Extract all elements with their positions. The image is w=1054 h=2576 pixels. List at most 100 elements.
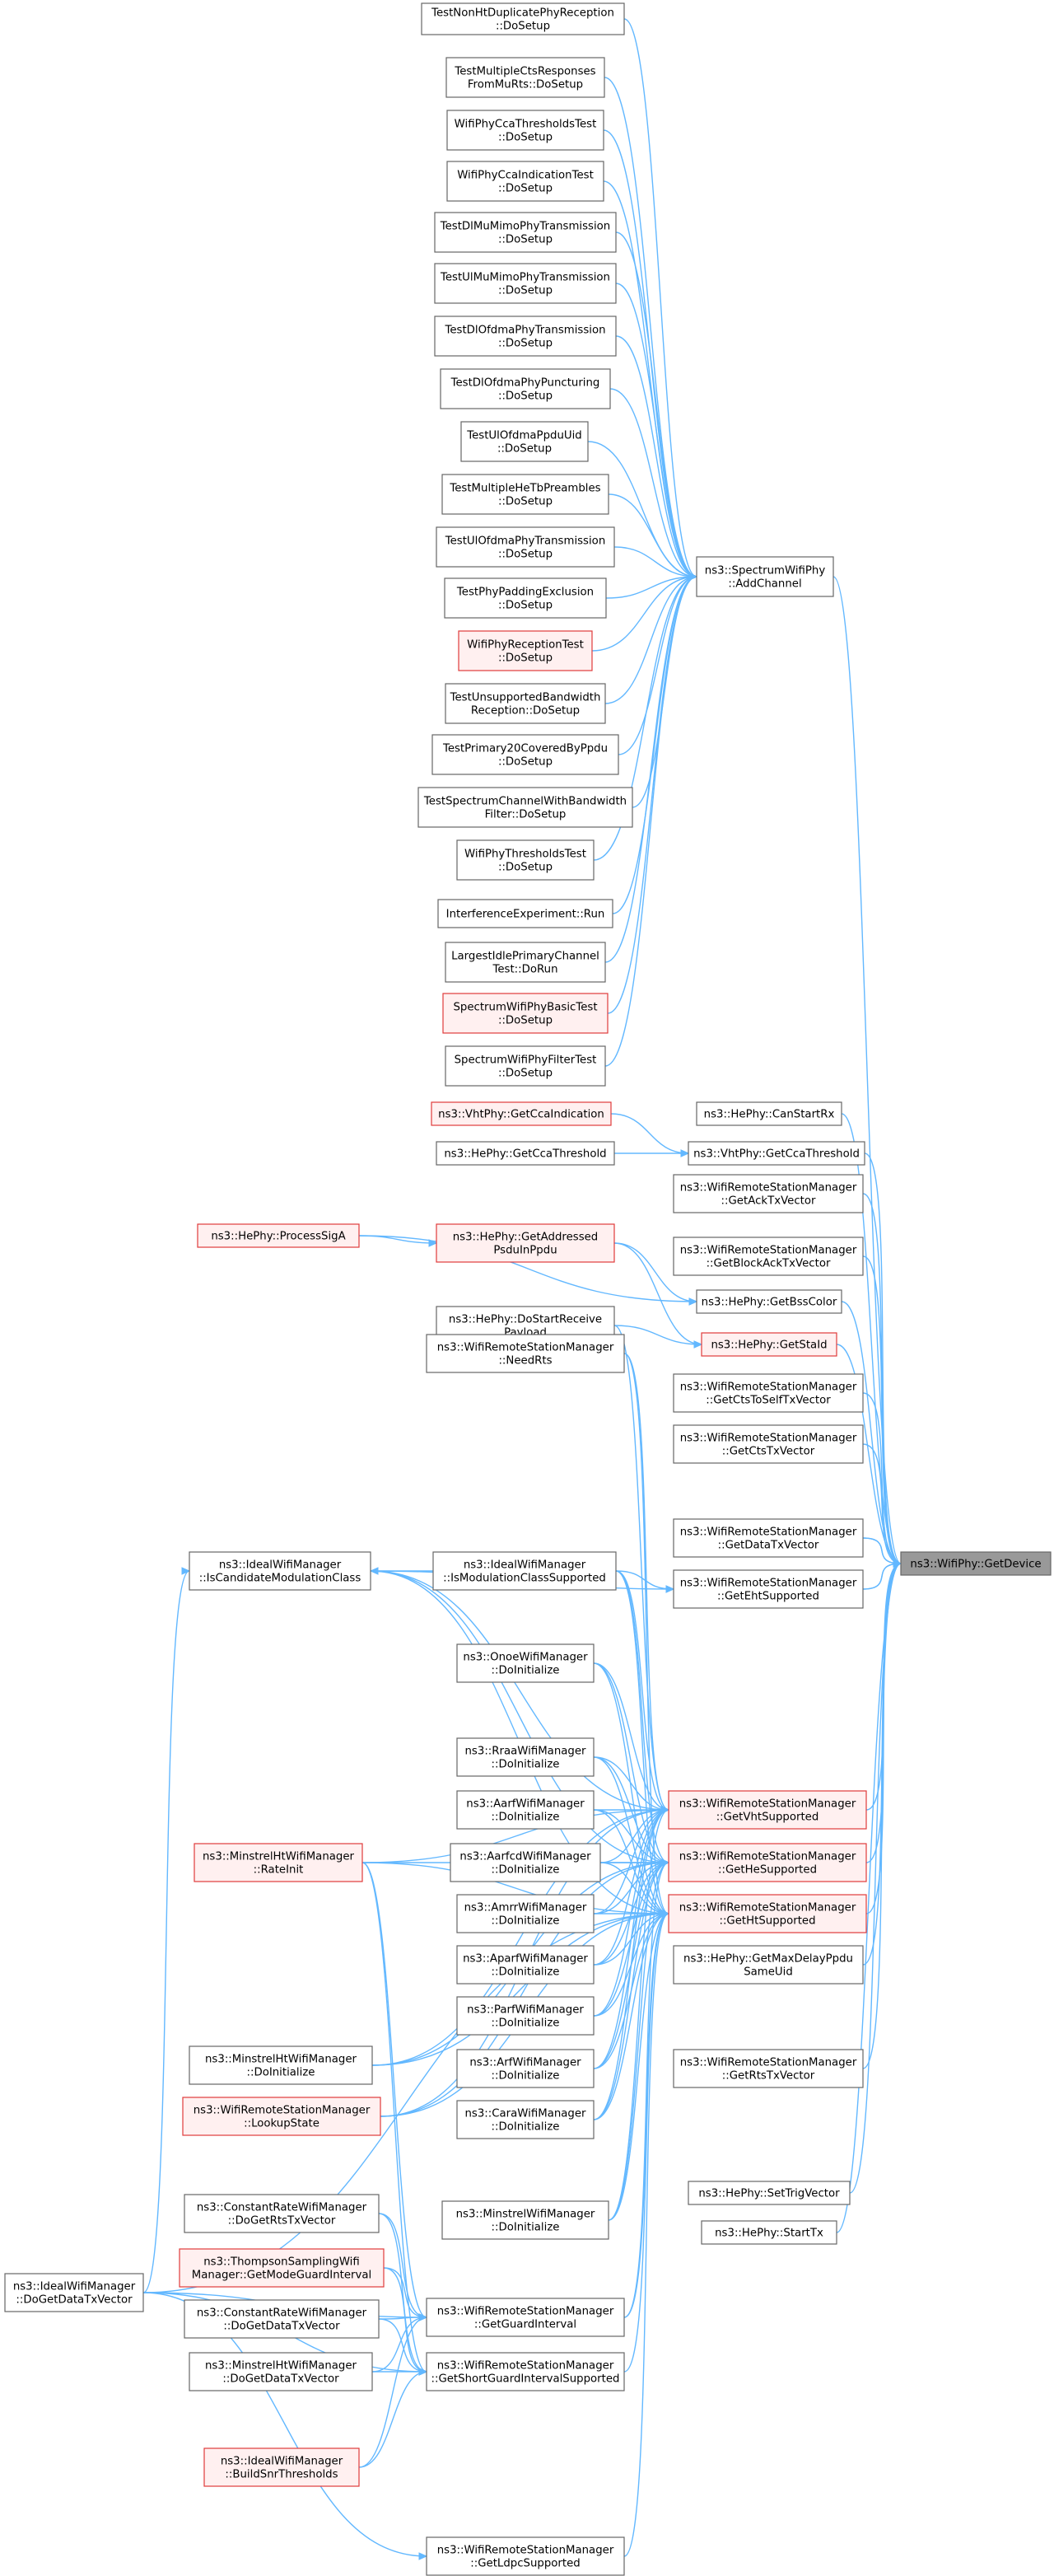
graph-node-gldpc[interactable]: ns3::WifiRemoteStationManager::GetLdpcSu… [426,2536,625,2576]
node-label-line: ::DoSetup [496,21,550,33]
graph-node-sac[interactable]: ns3::SpectrumWifiPhy::AddChannel [696,556,834,597]
graph-node-iddtx[interactable]: ns3::IdealWifiManager::DoGetDataTxVector [4,2273,144,2312]
graph-node-hgcct[interactable]: ns3::HePhy::GetCcaThreshold [436,1141,615,1166]
graph-node-n1[interactable]: TestNonHtDuplicatePhyReception::DoSetup [421,2,625,35]
node-label-line: Reception::DoSetup [471,705,580,718]
graph-node-aarfcd[interactable]: ns3::AarfcdWifiManager::DoInitialize [450,1843,601,1882]
graph-node-ggi[interactable]: ns3::WifiRemoteStationManager::GetGuardI… [426,2298,625,2337]
call-edge [361,1809,669,1863]
graph-node-n15[interactable]: TestPrimary20CoveredByPpdu::DoSetup [431,734,619,775]
graph-node-hgsid[interactable]: ns3::HePhy::GetStaId [701,1332,837,1357]
graph-node-grtstx[interactable]: ns3::WifiRemoteStationManager::GetRtsTxV… [673,2049,864,2088]
node-box [456,1790,595,1830]
graph-node-n3[interactable]: WifiPhyCcaThresholdsTest::DoSetup [446,110,604,151]
graph-node-n14[interactable]: TestUnsupportedBandwidthReception::DoSet… [445,683,606,724]
node-label-line: ns3::AarfcdWifiManager [459,1851,591,1863]
node-label-line: ns3::HePhy::CanStartRx [704,1109,835,1121]
graph-node-imcs[interactable]: ns3::IdealWifiManager::IsModulationClass… [432,1551,617,1591]
edge-arrowhead [418,2552,428,2560]
graph-node-mhdi[interactable]: ns3::MinstrelHtWifiManager::DoInitialize [189,2045,373,2085]
graph-node-gsgis[interactable]: ns3::WifiRemoteStationManager::GetShortG… [426,2352,625,2391]
node-box [696,556,834,597]
graph-node-crrts[interactable]: ns3::ConstantRateWifiManager::DoGetRtsTx… [184,2194,380,2233]
graph-node-n9[interactable]: TestUlOfdmaPpduUid::DoSetup [460,421,589,462]
graph-node-gdtx[interactable]: ns3::WifiRemoteStationManager::GetDataTx… [673,1518,864,1558]
node-label-line: ns3::AmrrWifiManager [464,1902,587,1914]
graph-node-mhri[interactable]: ns3::MinstrelHtWifiManager::RateInit [194,1843,363,1882]
node-label-line: ::AddChannel [728,578,801,591]
graph-node-n16[interactable]: TestSpectrumChannelWithBandwidthFilter::… [417,787,633,828]
graph-node-n21[interactable]: SpectrumWifiPhyFilterTest::DoSetup [445,1045,606,1087]
graph-node-n11[interactable]: TestUlOfdmaPhyTransmission::DoSetup [436,526,615,568]
graph-node-gctstx[interactable]: ns3::WifiRemoteStationManager::GetCtsToS… [673,1373,864,1413]
graph-node-n2[interactable]: TestMultipleCtsResponsesFromMuRts::DoSet… [445,57,605,98]
graph-node-n18[interactable]: InterferenceExperiment::Run [437,899,613,928]
node-box [456,1737,595,1777]
graph-node-n12[interactable]: TestPhyPaddingExclusion::DoSetup [444,577,607,619]
graph-node-nrts[interactable]: ns3::WifiRemoteStationManager::NeedRts [426,1334,625,1373]
graph-node-tsgm[interactable]: ns3::ThompsonSamplingWifiManager::GetMod… [179,2248,385,2288]
graph-node-lkup[interactable]: ns3::WifiRemoteStationManager::LookupSta… [182,2097,381,2136]
graph-node-hgbc[interactable]: ns3::HePhy::GetBssColor [696,1289,842,1314]
call-edge [380,1862,669,2117]
graph-node-mhdtx[interactable]: ns3::MinstrelHtWifiManager::DoGetDataTxV… [189,2352,373,2391]
call-edge [865,1563,902,1914]
graph-node-wgd[interactable]: ns3::WifiPhy::GetDevice [900,1551,1052,1576]
graph-node-cara[interactable]: ns3::CaraWifiManager::DoInitialize [456,2100,595,2139]
graph-node-gatx[interactable]: ns3::WifiRemoteStationManager::GetAckTxV… [673,1174,864,1213]
graph-node-ghts[interactable]: ns3::WifiRemoteStationManager::GetHtSupp… [668,1894,867,1933]
graph-node-gvhs[interactable]: ns3::WifiRemoteStationManager::GetVhtSup… [668,1790,867,1830]
graph-node-gehs[interactable]: ns3::WifiRemoteStationManager::GetEhtSup… [673,1569,864,1609]
graph-node-n13[interactable]: WifiPhyReceptionTest::DoSetup [458,630,593,671]
node-box [668,1894,867,1933]
graph-node-icmc[interactable]: ns3::IdealWifiManager::IsCandidateModula… [189,1551,371,1591]
graph-node-gbatx[interactable]: ns3::WifiRemoteStationManager::GetBlockA… [673,1237,864,1276]
graph-node-n17[interactable]: WifiPhyThresholdsTest::DoSetup [456,839,595,881]
node-label-line: ns3::OnoeWifiManager [463,1652,588,1664]
graph-node-arf[interactable]: ns3::ArfWifiManager::DoInitialize [456,2049,595,2088]
call-edge [370,1570,669,1863]
graph-node-n10[interactable]: TestMultipleHeTbPreambles::DoSetup [441,474,609,515]
graph-node-n7[interactable]: TestDlOfdmaPhyTransmission::DoSetup [434,316,617,357]
node-label-line: ns3::VhtPhy::GetCcaIndication [438,1109,604,1121]
graph-node-hpsa[interactable]: ns3::HePhy::ProcessSigA [197,1223,360,1248]
graph-node-n4[interactable]: WifiPhyCcaIndicationTest::DoSetup [446,161,604,202]
graph-node-amrr[interactable]: ns3::AmrrWifiManager::DoInitialize [456,1894,595,1933]
graph-node-aparf[interactable]: ns3::AparfWifiManager::DoInitialize [456,1945,595,1985]
call-edge [613,1242,697,1302]
graph-node-aarf[interactable]: ns3::AarfWifiManager::DoInitialize [456,1790,595,1830]
graph-node-n5[interactable]: TestDlMuMimoPhyTransmission::DoSetup [434,212,617,253]
node-label-line: TestUlMuMimoPhyTransmission [440,272,610,284]
node-label-line: TestDlOfdmaPhyTransmission [444,325,605,337]
graph-node-ibst[interactable]: ns3::IdealWifiManager::BuildSnrThreshold… [203,2447,360,2487]
graph-node-parf[interactable]: ns3::ParfWifiManager::DoInitialize [456,1996,595,2036]
graph-node-vgcct[interactable]: ns3::VhtPhy::GetCcaThreshold [688,1141,865,1166]
graph-node-hcsr[interactable]: ns3::HePhy::CanStartRx [696,1101,842,1126]
graph-node-onoe[interactable]: ns3::OnoeWifiManager::DoInitialize [456,1643,595,1683]
graph-node-rraa[interactable]: ns3::RraaWifiManager::DoInitialize [456,1737,595,1777]
graph-node-gctx[interactable]: ns3::WifiRemoteStationManager::GetCtsTxV… [673,1424,864,1464]
graph-node-crdtx[interactable]: ns3::ConstantRateWifiManager::DoGetDataT… [184,2299,380,2339]
graph-node-n8[interactable]: TestDlOfdmaPhyPuncturing::DoSetup [440,368,611,409]
graph-node-n6[interactable]: TestUlMuMimoPhyTransmission::DoSetup [434,263,617,304]
edge-arrowhead [181,1567,191,1575]
graph-node-n20[interactable]: SpectrumWifiPhyBasicTest::DoSetup [442,993,609,1034]
graph-node-hstv[interactable]: ns3::HePhy::SetTrigVector [688,2181,851,2205]
node-box [446,161,604,202]
node-label-line: ns3::HePhy::GetStaId [711,1339,827,1352]
graph-node-hstx[interactable]: ns3::HePhy::StartTx [701,2220,837,2245]
node-label-line: ::GetCtsTxVector [722,1446,815,1458]
node-box [456,2100,595,2139]
node-box [701,2220,837,2245]
node-box [426,2352,625,2391]
node-label-line: ::DoSetup [498,285,553,297]
call-edge [371,1809,669,2066]
node-label-line: ::GetBlockAckTxVector [707,1258,831,1270]
graph-node-vgcca[interactable]: ns3::VhtPhy::GetCcaIndication [431,1101,612,1126]
graph-node-ghes[interactable]: ns3::WifiRemoteStationManager::GetHeSupp… [668,1843,867,1882]
graph-node-mwdi[interactable]: ns3::MinstrelWifiManager::DoInitialize [441,2200,609,2240]
node-box [450,1843,601,1882]
